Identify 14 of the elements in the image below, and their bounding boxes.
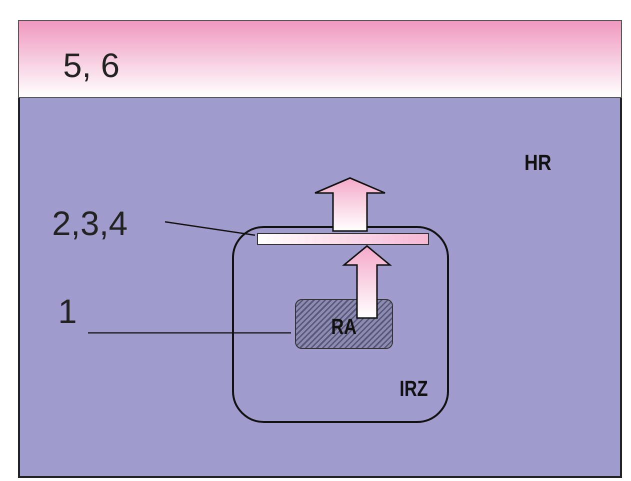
callout-number: 2,3,4 xyxy=(52,205,167,247)
hatched-block xyxy=(295,299,393,349)
plate-bar xyxy=(257,233,429,245)
header-band xyxy=(18,20,622,98)
heading-text: 5, 6 xyxy=(63,47,120,86)
zone-label: IRZ xyxy=(400,376,428,402)
block-arrow xyxy=(314,177,386,232)
region-panel xyxy=(18,98,622,478)
region-label: HR xyxy=(524,150,552,176)
block-arrow xyxy=(342,245,392,319)
block-label: RA xyxy=(331,314,357,340)
leader-line xyxy=(164,221,256,236)
callout-number: 1 xyxy=(58,293,90,335)
leader-line xyxy=(88,332,291,334)
